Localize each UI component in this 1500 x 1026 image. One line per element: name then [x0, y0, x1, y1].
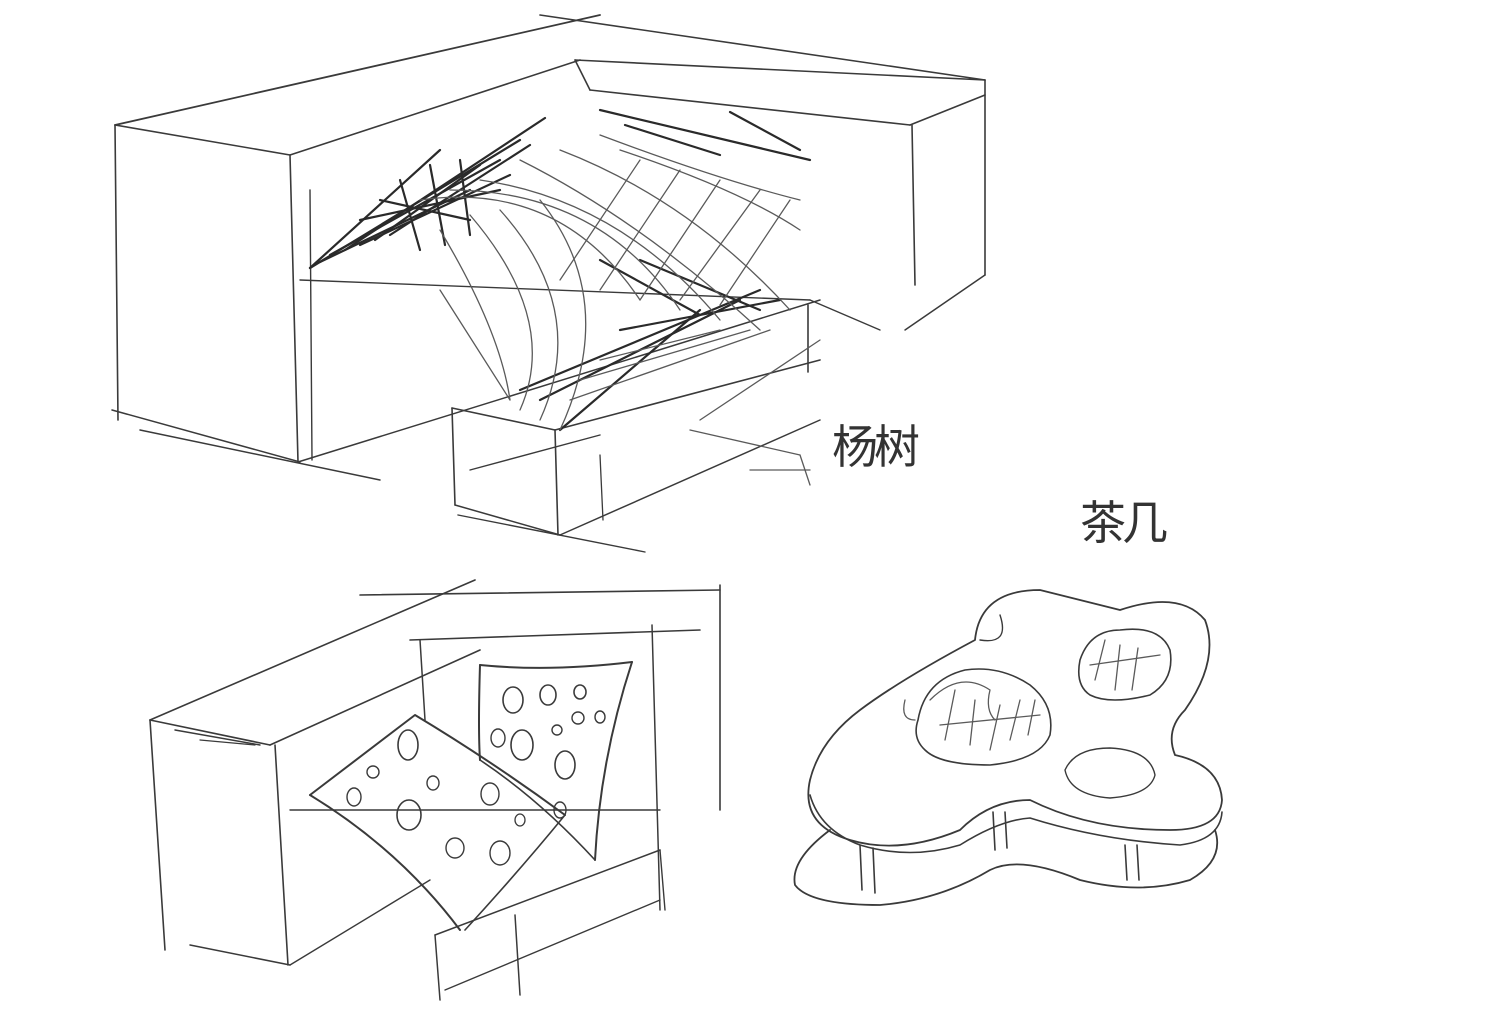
label-tea-table: 茶几 — [1080, 496, 1168, 550]
top-booth-sketch — [111, 14, 986, 553]
hammock-net — [308, 108, 812, 432]
top-right-block — [574, 59, 986, 331]
bottom-booth-sketch — [149, 579, 721, 1001]
tea-table-sketch — [793, 589, 1223, 906]
perforated-panel-left — [309, 714, 566, 931]
perforated-panel-right — [478, 661, 633, 861]
table-base — [793, 829, 1219, 906]
table-legs — [859, 811, 1140, 894]
top-left-block — [111, 14, 986, 481]
top-seat-block — [451, 304, 821, 553]
top-floor-lines — [689, 339, 821, 486]
bottom-booth-frame — [149, 579, 721, 1001]
label-top-booth: 杨树 — [832, 420, 920, 474]
table-bowls — [903, 628, 1172, 799]
